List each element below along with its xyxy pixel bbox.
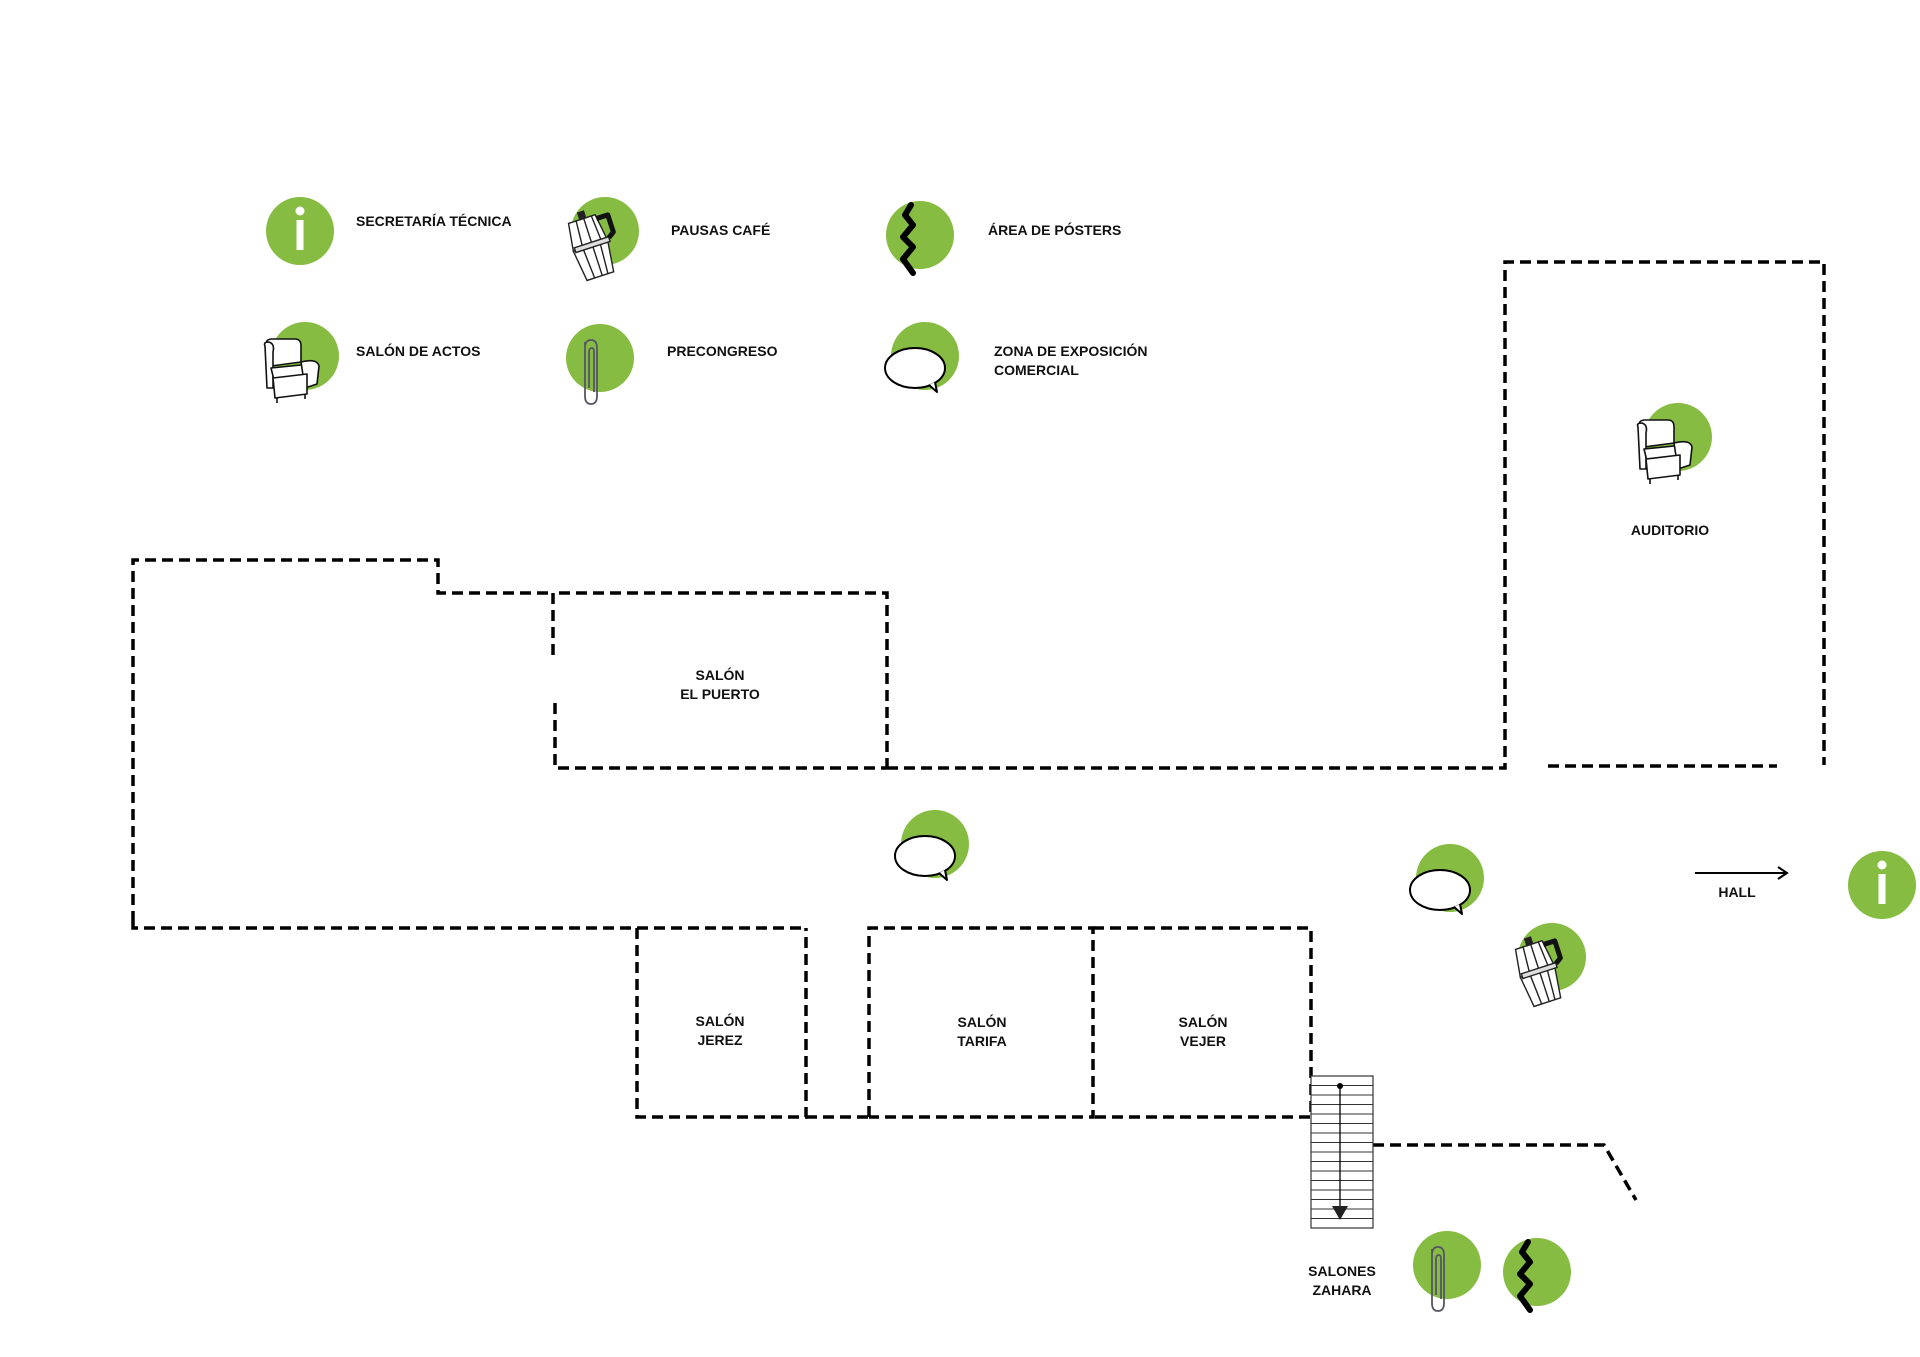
room-label-tarifa: SALÓN TARIFA bbox=[957, 1014, 1007, 1049]
marker-zahara-posters bbox=[1492, 1232, 1582, 1322]
wall-salon-el-puerto bbox=[551, 591, 889, 768]
wall-salon-el-puerto-lower bbox=[553, 703, 887, 770]
paperclip-icon bbox=[555, 318, 645, 408]
marker-east-coffee bbox=[1502, 921, 1592, 1011]
info-icon bbox=[255, 186, 345, 276]
legend-paperclip-marker bbox=[555, 318, 645, 408]
coffee-pot-icon bbox=[1502, 921, 1592, 1011]
marker-hall-info bbox=[1837, 840, 1920, 930]
legend-label-secretaria: SECRETARÍA TÉCNICA bbox=[356, 213, 512, 229]
wall-corridor-north bbox=[887, 260, 1826, 770]
room-label-hall: HALL bbox=[1718, 884, 1756, 900]
room-label-auditorio: AUDITORIO bbox=[1630, 522, 1710, 538]
marker-central-exhibition bbox=[885, 806, 975, 896]
speech-bubble-icon bbox=[1400, 840, 1490, 930]
legend-info-marker bbox=[255, 186, 345, 276]
marker-zahara-paperclip bbox=[1402, 1225, 1492, 1315]
hall-arrow-icon bbox=[1695, 866, 1789, 880]
legend-armchair-marker bbox=[255, 318, 345, 408]
poster-zigzag-icon bbox=[1492, 1232, 1582, 1322]
speech-bubble-icon bbox=[885, 806, 975, 896]
legend-label-salon-actos: SALÓN DE ACTOS bbox=[356, 343, 481, 359]
legend-coffee-marker bbox=[555, 195, 645, 285]
wall-south-east bbox=[1373, 1143, 1638, 1201]
legend-label-exposicion: ZONA DE EXPOSICIÓN COMERCIAL bbox=[994, 343, 1148, 378]
legend-label-pausas-cafe: PAUSAS CAFÉ bbox=[671, 222, 771, 238]
info-icon bbox=[1837, 840, 1920, 930]
paperclip-icon bbox=[1402, 1225, 1492, 1315]
marker-east-exhibition bbox=[1400, 840, 1490, 930]
room-label-jerez: SALÓN JEREZ bbox=[695, 1013, 745, 1048]
speech-bubble-icon bbox=[875, 318, 965, 408]
legend-label-posters: ÁREA DE PÓSTERS bbox=[988, 222, 1122, 238]
room-label-el-puerto: SALÓN EL PUERTO bbox=[680, 667, 760, 702]
armchair-icon bbox=[1628, 399, 1718, 489]
marker-auditorio-armchair bbox=[1628, 399, 1718, 489]
poster-zigzag-icon bbox=[875, 195, 965, 285]
legend-poster-marker bbox=[875, 195, 965, 285]
legend-label-precongreso: PRECONGRESO bbox=[667, 343, 778, 359]
wall-salon-jerez bbox=[635, 928, 808, 1119]
wall-west-hall bbox=[131, 558, 553, 922]
wall-salon-vejer bbox=[1093, 926, 1313, 1119]
room-label-salones-zahara: SALONES ZAHARA bbox=[1308, 1263, 1376, 1298]
wall-corridor-south bbox=[131, 922, 806, 930]
staircase bbox=[1310, 1075, 1374, 1229]
legend-speech-marker bbox=[875, 318, 965, 408]
armchair-icon bbox=[255, 318, 345, 408]
coffee-pot-icon bbox=[555, 195, 645, 285]
room-label-vejer: SALÓN VEJER bbox=[1178, 1014, 1228, 1049]
